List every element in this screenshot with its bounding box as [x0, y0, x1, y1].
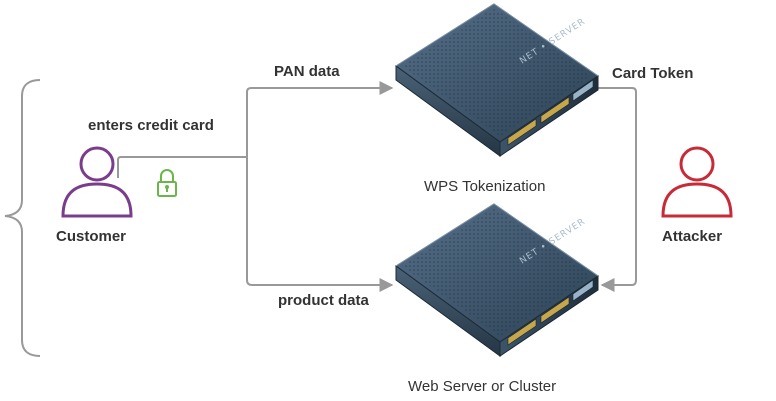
padlock-icon [157, 169, 177, 197]
card-token-label: Card Token [612, 65, 694, 82]
connector-pan-data [246, 81, 394, 157]
customer-label: Customer [56, 228, 127, 245]
attacker-person-icon [661, 146, 733, 218]
wps-tokenization-label: WPS Tokenization [424, 178, 546, 195]
product-data-label: product data [278, 292, 369, 309]
connector-card-token [598, 87, 637, 292]
customer-person-icon [61, 146, 133, 218]
connector-product-data [246, 157, 394, 292]
web-server-icon: NET • SERVER [395, 203, 599, 357]
enters-credit-card-label: enters credit card [88, 117, 214, 134]
connector-customer-branch [117, 156, 247, 178]
attacker-label: Attacker [662, 228, 723, 245]
tokenization-server-icon: NET • SERVER [395, 3, 599, 157]
left-brace [4, 79, 41, 357]
web-server-label: Web Server or Cluster [408, 378, 557, 395]
pan-data-label: PAN data [274, 63, 340, 80]
